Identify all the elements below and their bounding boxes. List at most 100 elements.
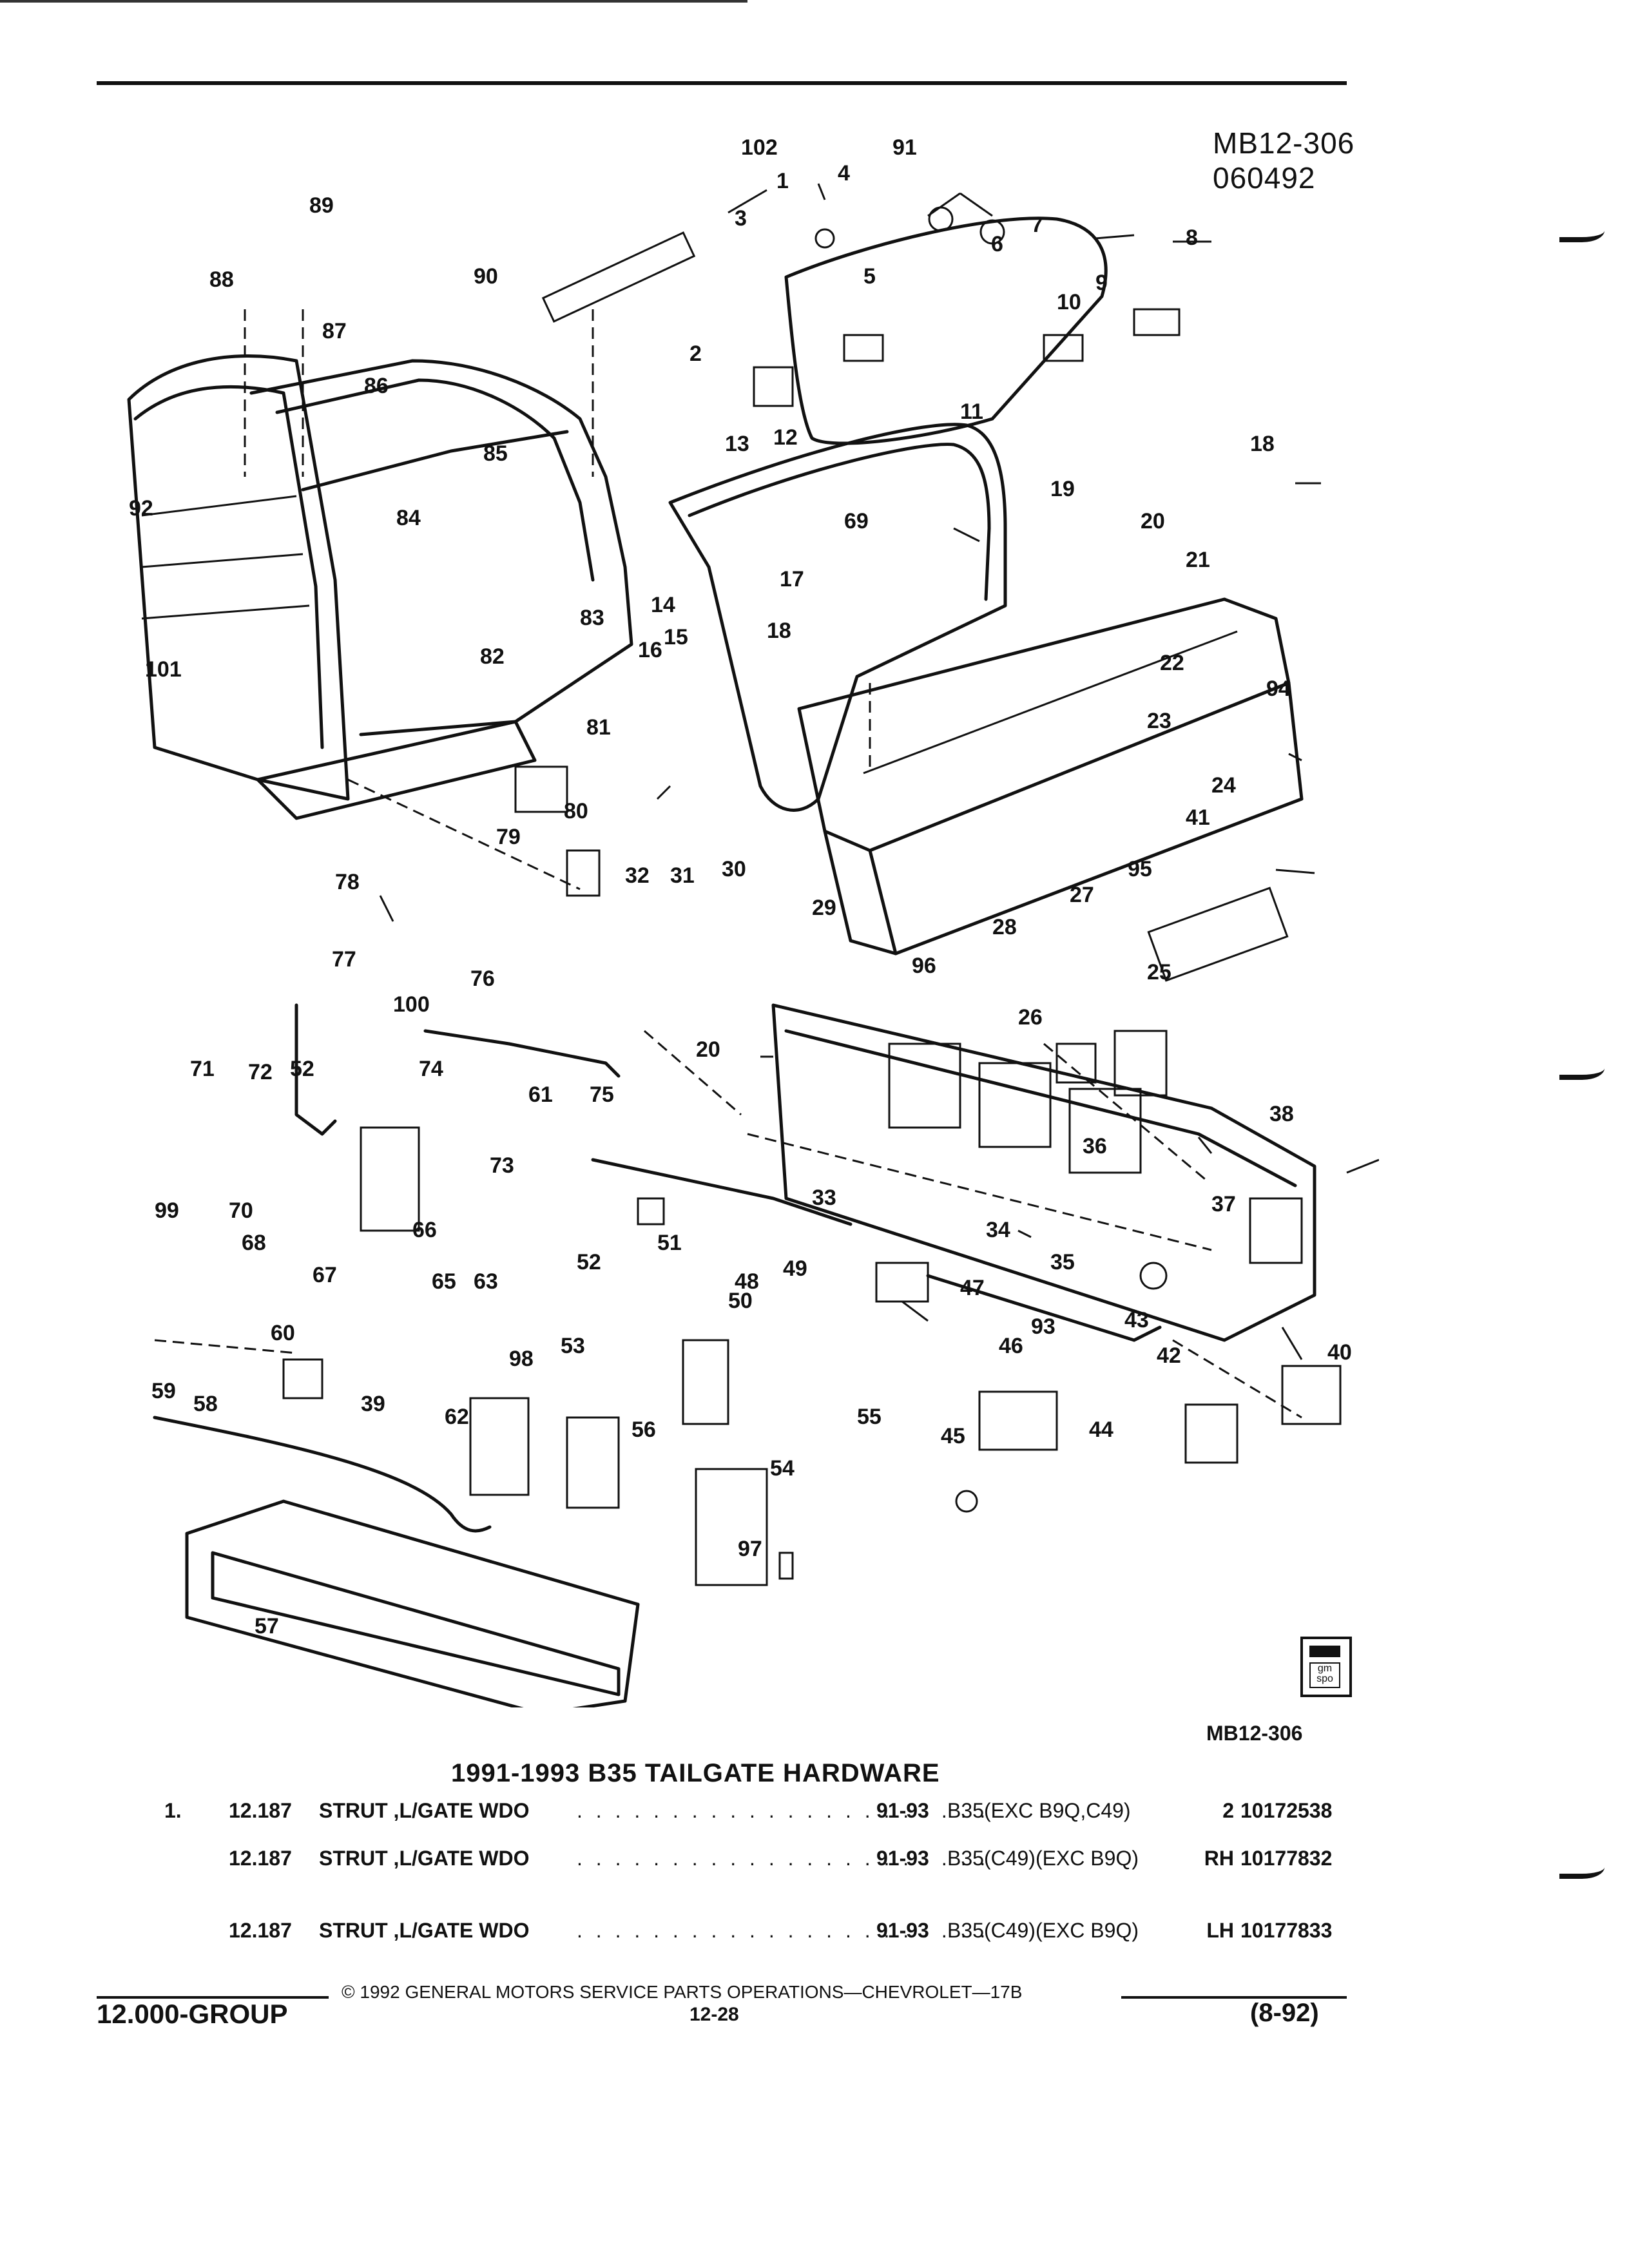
cable-59: [153, 1416, 492, 1533]
callout: 65: [432, 1269, 456, 1294]
callout: 57: [255, 1614, 279, 1639]
callout: 86: [364, 374, 389, 398]
leader-lines: [379, 183, 1380, 1360]
callout: 43: [1124, 1308, 1149, 1332]
weatherstrip: [668, 423, 1007, 812]
model-years: 91-93: [876, 1847, 929, 1870]
callout: 3: [735, 206, 747, 231]
callout: 53: [561, 1334, 585, 1358]
group-number: 12.187: [229, 1799, 292, 1822]
part-number: 10172538: [1240, 1799, 1333, 1822]
callout: 81: [586, 715, 611, 740]
quantity: 2: [1222, 1799, 1234, 1822]
callout: 8: [1186, 226, 1198, 250]
callout: 25: [1147, 960, 1171, 985]
control-rod-76: [423, 1029, 621, 1078]
control-rod-35: [926, 1274, 1162, 1342]
callout: 69: [844, 509, 869, 533]
callout: 1: [776, 169, 789, 193]
callout: 78: [335, 870, 360, 894]
scan-edge-line: [0, 0, 747, 3]
usage-code: B35(C49)(EXC B9Q): [947, 1919, 1139, 1942]
callout: 13: [725, 432, 749, 456]
parts-row: 1. 12.187 STRUT ,L/GATE WDO . . . . . . …: [164, 1799, 1363, 1847]
callout: 27: [1070, 883, 1094, 907]
callout: 38: [1269, 1102, 1294, 1126]
group-number: 12.187: [229, 1847, 292, 1870]
rod-77: [294, 1003, 337, 1136]
callout: 15: [664, 625, 688, 649]
callout: 22: [1160, 651, 1184, 675]
group-number: 12.187: [229, 1919, 292, 1942]
tailgate-inner-panel: [771, 1003, 1316, 1342]
callout: 40: [1327, 1340, 1352, 1365]
callout: 75: [590, 1082, 614, 1107]
item-number: 1.: [164, 1799, 182, 1822]
quantity: RH: [1204, 1847, 1234, 1870]
callout: 41: [1186, 805, 1210, 830]
callout: 17: [780, 567, 804, 591]
control-rod-48: [591, 1158, 853, 1226]
parts-row: 12.187 STRUT ,L/GATE WDO . . . . . . . .…: [164, 1847, 1363, 1919]
footer-rule-right: [1121, 1996, 1347, 1999]
callout: 47: [960, 1276, 985, 1300]
liftgate-window: [784, 216, 1108, 445]
part-description: STRUT ,L/GATE WDO: [319, 1847, 530, 1870]
callout: 87: [322, 319, 347, 343]
callout: 33: [812, 1186, 836, 1210]
callout: 55: [857, 1405, 882, 1429]
callout: 88: [209, 267, 234, 292]
binding-mark: [1559, 219, 1605, 242]
assembly-lines: [154, 309, 1302, 1419]
dot-leader: . . . . . . . . . . . . . . . . . . . . …: [577, 1799, 996, 1822]
callout: 61: [528, 1082, 553, 1107]
parts-row: 12.187 STRUT ,L/GATE WDO . . . . . . . .…: [164, 1919, 1363, 1991]
callout: 92: [129, 496, 153, 521]
callout: 70: [229, 1198, 253, 1223]
callout: 36: [1083, 1134, 1107, 1158]
callout: 26: [1018, 1005, 1043, 1030]
callout: 74: [419, 1057, 443, 1081]
copyright-notice: © 1992 GENERAL MOTORS SERVICE PARTS OPER…: [342, 1982, 1023, 2002]
lower-trim-panel: [185, 1499, 640, 1716]
callout: 59: [151, 1379, 176, 1403]
callout: 52: [577, 1250, 601, 1274]
usage-code: B35(C49)(EXC B9Q): [947, 1847, 1139, 1870]
callout: 42: [1157, 1343, 1181, 1368]
callout: 80: [564, 799, 588, 823]
callout: 97: [738, 1537, 762, 1561]
callout: 66: [412, 1218, 437, 1242]
footer-rule-left: [97, 1996, 329, 1999]
figure-id: MB12-306: [1213, 126, 1355, 160]
diagram-svg: 1 2 3 4 5 6 7 8 9 10 11 12 13 14 15 16 1…: [127, 135, 1380, 1716]
callout: 34: [986, 1218, 1010, 1242]
callout: 62: [445, 1405, 469, 1429]
callout: 99: [155, 1198, 179, 1223]
callout: 101: [145, 657, 182, 682]
callout: 20: [1141, 509, 1165, 533]
callout-labels: 1 2 3 4 5 6 7 8 9 10 11 12 13 14 15 16 1…: [129, 135, 1352, 1639]
callout: 82: [480, 644, 505, 669]
callout: 83: [580, 606, 604, 630]
callout: 21: [1186, 548, 1210, 572]
binding-mark: [1559, 1057, 1605, 1080]
callout: 11: [960, 399, 983, 424]
callout: 102: [741, 135, 778, 160]
group-label: 12.000-GROUP: [97, 1999, 288, 2029]
callout: 5: [863, 264, 876, 289]
callout: 73: [490, 1153, 514, 1178]
callout: 12: [773, 425, 798, 450]
callout: 56: [631, 1418, 656, 1442]
part-description: STRUT ,L/GATE WDO: [319, 1919, 530, 1942]
callout: 18: [1250, 432, 1275, 456]
callout: 76: [470, 966, 495, 991]
callout: 72: [248, 1060, 273, 1084]
callout: 68: [242, 1231, 266, 1255]
callout: 46: [999, 1334, 1023, 1358]
callout: 49: [783, 1256, 807, 1281]
callout: 52: [290, 1057, 314, 1081]
callout: 89: [309, 193, 334, 218]
model-years: 91-93: [876, 1919, 929, 1942]
callout: 19: [1050, 477, 1075, 501]
vehicle-body: [127, 354, 633, 820]
